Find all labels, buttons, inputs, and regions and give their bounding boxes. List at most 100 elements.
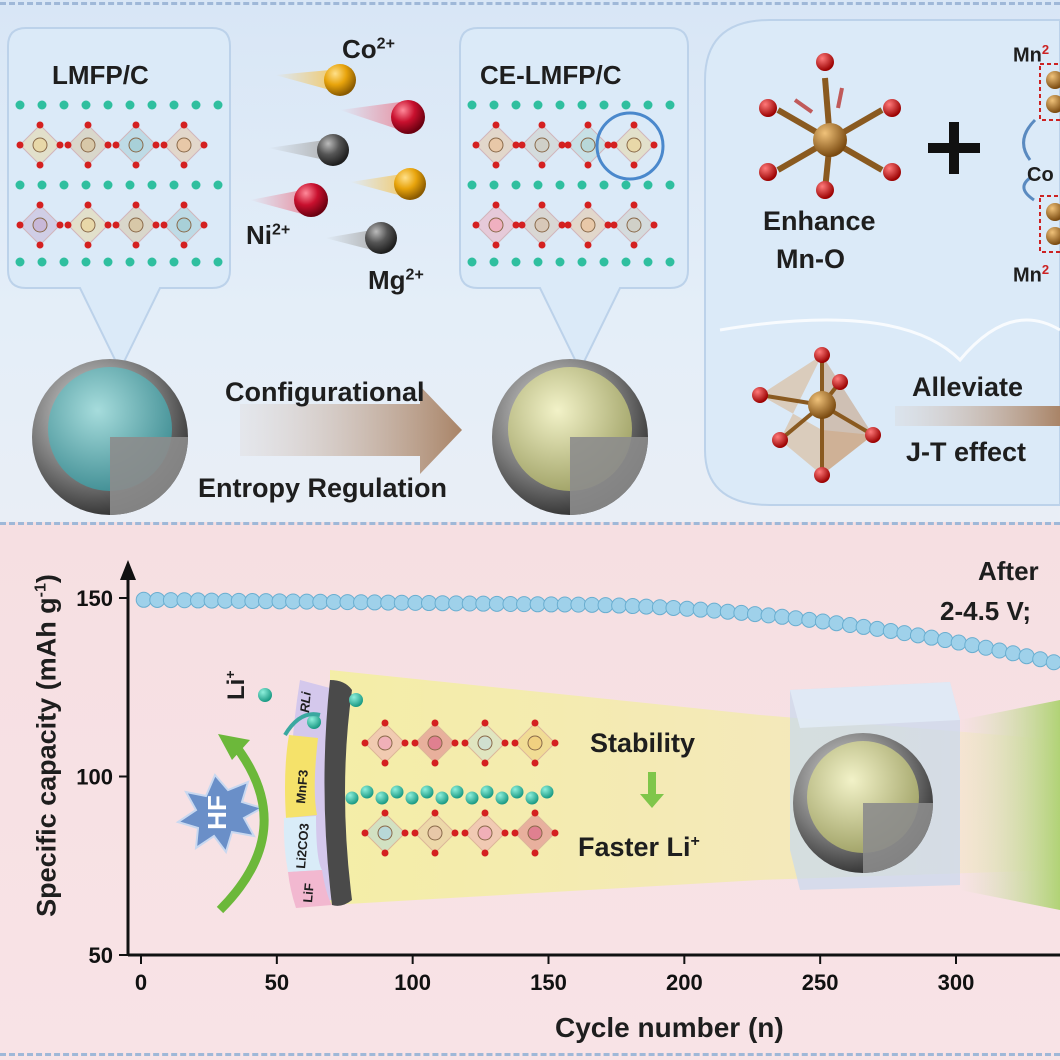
data-point xyxy=(801,611,818,628)
data-point xyxy=(638,598,655,615)
li-site xyxy=(643,180,653,190)
oxygen-site xyxy=(132,201,140,209)
li-ion xyxy=(405,791,419,805)
li-ion-ball-2 xyxy=(307,715,321,729)
data-point xyxy=(760,607,777,624)
data-point xyxy=(529,596,546,613)
data-point xyxy=(543,596,560,613)
arrow-label-bottom: Entropy Regulation xyxy=(198,473,447,503)
oxygen-site xyxy=(481,809,489,817)
li-site xyxy=(621,100,631,110)
green-curve-arrowhead xyxy=(218,734,250,760)
faster-li-label: Faster Li+ xyxy=(578,832,700,862)
li-site xyxy=(15,257,25,267)
lmfp-sphere xyxy=(32,359,188,515)
li-ion xyxy=(480,785,494,799)
data-point xyxy=(176,592,193,609)
oxygen-site xyxy=(180,201,188,209)
li-site xyxy=(37,100,47,110)
data-point xyxy=(380,594,397,611)
oxygen-site xyxy=(492,201,500,209)
data-point xyxy=(475,595,492,612)
oxygen-site xyxy=(518,141,526,149)
layer-rli-label: RLi xyxy=(297,691,314,714)
oxygen-site xyxy=(152,141,160,149)
data-point xyxy=(624,598,641,615)
data-point xyxy=(964,637,981,654)
li-site xyxy=(125,180,135,190)
li-site xyxy=(577,257,587,267)
distorted-octahedron xyxy=(752,347,881,483)
li-site xyxy=(467,257,477,267)
data-point xyxy=(135,591,152,608)
data-point xyxy=(882,622,899,639)
li-site xyxy=(599,257,609,267)
li-ion xyxy=(510,785,524,799)
li-ion xyxy=(540,785,554,799)
oxygen-site xyxy=(84,161,92,169)
li-site xyxy=(533,257,543,267)
ce-lmfp-label: CE-LMFP/C xyxy=(480,60,622,90)
oxygen-site xyxy=(604,141,612,149)
data-point xyxy=(312,593,329,610)
oxygen-site xyxy=(200,141,208,149)
metal-site xyxy=(477,735,493,751)
data-point xyxy=(1032,651,1049,668)
co-ion-ball-2 xyxy=(394,168,426,200)
x-tick-label: 50 xyxy=(265,970,289,995)
oxygen-site xyxy=(451,739,459,747)
mg-trail-2 xyxy=(325,230,372,250)
li-site xyxy=(599,180,609,190)
metal-site xyxy=(128,137,144,153)
metal-site xyxy=(176,217,192,233)
li-site xyxy=(665,100,675,110)
oxygen-site xyxy=(518,221,526,229)
li-site xyxy=(37,180,47,190)
oxygen-site xyxy=(431,719,439,727)
li-site xyxy=(489,180,499,190)
li-site xyxy=(81,180,91,190)
oxygen-site xyxy=(180,241,188,249)
data-point xyxy=(774,608,791,625)
li-ion xyxy=(360,785,374,799)
li-ion-row xyxy=(345,785,554,805)
arrow-label-top: Configurational xyxy=(225,377,425,407)
oxygen-site xyxy=(381,759,389,767)
oxygen-site xyxy=(472,141,480,149)
oxygen-site xyxy=(564,141,572,149)
data-point xyxy=(923,629,940,646)
x-tick-label: 0 xyxy=(135,970,147,995)
co-ion-ball xyxy=(324,64,356,96)
oxygen-site xyxy=(650,221,658,229)
data-point xyxy=(787,610,804,627)
mn-o-label: Mn-O xyxy=(776,244,845,274)
li-site xyxy=(59,100,69,110)
oxygen-site xyxy=(16,141,24,149)
oxygen-site xyxy=(630,121,638,129)
oxygen-site xyxy=(558,141,566,149)
metal-site xyxy=(527,735,543,751)
oxygen-site xyxy=(451,829,459,837)
oxygen-site xyxy=(610,141,618,149)
li-site xyxy=(665,180,675,190)
jt-effect-label: J-T effect xyxy=(906,437,1027,467)
oxygen-site xyxy=(492,161,500,169)
oxygen-site xyxy=(538,201,546,209)
oxygen-site xyxy=(584,201,592,209)
inset-cone-right xyxy=(960,700,1060,910)
co-trail xyxy=(275,70,330,90)
y-axis-arrowhead xyxy=(120,560,136,580)
data-point xyxy=(896,625,913,642)
li-site xyxy=(511,180,521,190)
li-site xyxy=(169,100,179,110)
layer-lif-label: LiF xyxy=(300,882,317,904)
data-point xyxy=(516,596,533,613)
metal-site xyxy=(626,137,642,153)
oxygen-site xyxy=(538,241,546,249)
oxygen-site xyxy=(36,161,44,169)
mn-box-top xyxy=(1039,63,1060,121)
oxygen-site xyxy=(431,809,439,817)
